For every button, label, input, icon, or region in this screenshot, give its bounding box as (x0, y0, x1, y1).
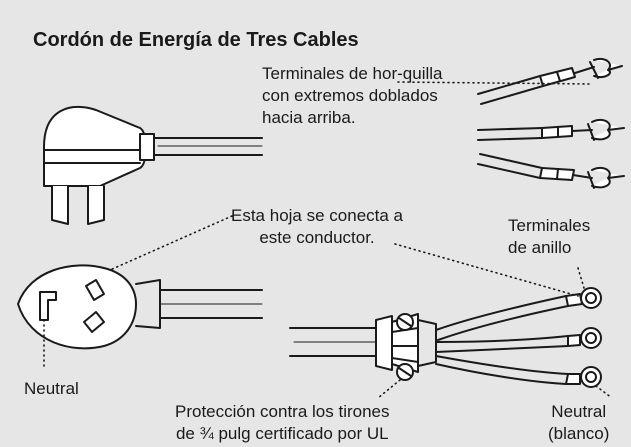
fork-terminal-1 (589, 58, 623, 79)
three-prong-plug (43, 106, 155, 225)
strain-relief-line-2: de ¾ pulg certificado por UL (175, 424, 389, 443)
neutral-white-line-2: (blanco) (548, 424, 610, 443)
fork-terminals-line-2: con extremos doblados (262, 86, 438, 105)
strain-relief-label: Protección contra los tirones de ¾ pulg … (175, 401, 390, 445)
ring-terminal-3 (580, 366, 602, 388)
strap-connect-line-1: Esta hoja se conecta a (231, 206, 404, 225)
leader-strap-bottom (394, 243, 579, 297)
neutral-white-label: Neutral (blanco) (548, 401, 609, 445)
ring-terminal-wires (435, 293, 583, 385)
fork-terminals-label: Terminales de hor-quilla con extremos do… (262, 63, 442, 129)
strain-relief-line-1: Protección contra los tirones (175, 402, 390, 421)
leader-ring-terminals (577, 267, 585, 289)
strain-relief-cable (289, 327, 377, 357)
fork-terminal-2 (587, 118, 625, 141)
strain-relief-fitting (375, 313, 437, 381)
leader-lines (43, 81, 613, 399)
ring-terminals-line-1: Terminales (508, 216, 591, 235)
strap-connect-line-2: este conductor. (259, 228, 375, 247)
bottom-left-cable (159, 289, 263, 319)
fork-terminal-wires (477, 66, 595, 181)
fork-terminals-line-1: Terminales de hor-quilla (262, 64, 443, 83)
receptacle-plug-face (17, 264, 161, 350)
neutral-left-label: Neutral (24, 379, 79, 398)
strap-connect-label: Esta hoja se conecta a este conductor. (231, 205, 403, 249)
ring-terminal-2 (580, 327, 602, 349)
neutral-white-line-1: Neutral (551, 402, 607, 421)
ring-terminal-1 (580, 287, 602, 309)
page-title: Cordón de Energía de Tres Cables (33, 29, 359, 51)
leader-neutral-white (595, 385, 613, 399)
ring-terminals-label: Terminales de anillo (508, 215, 590, 259)
leader-strap-top (109, 215, 233, 271)
leader-fork-terminals (397, 81, 591, 85)
fork-terminal-3 (587, 166, 625, 189)
top-cord-cable (153, 137, 263, 156)
fork-terminals-line-3: hacia arriba. (262, 108, 356, 127)
ring-terminals-line-2: de anillo (508, 238, 572, 257)
leader-strain-relief (377, 379, 401, 399)
